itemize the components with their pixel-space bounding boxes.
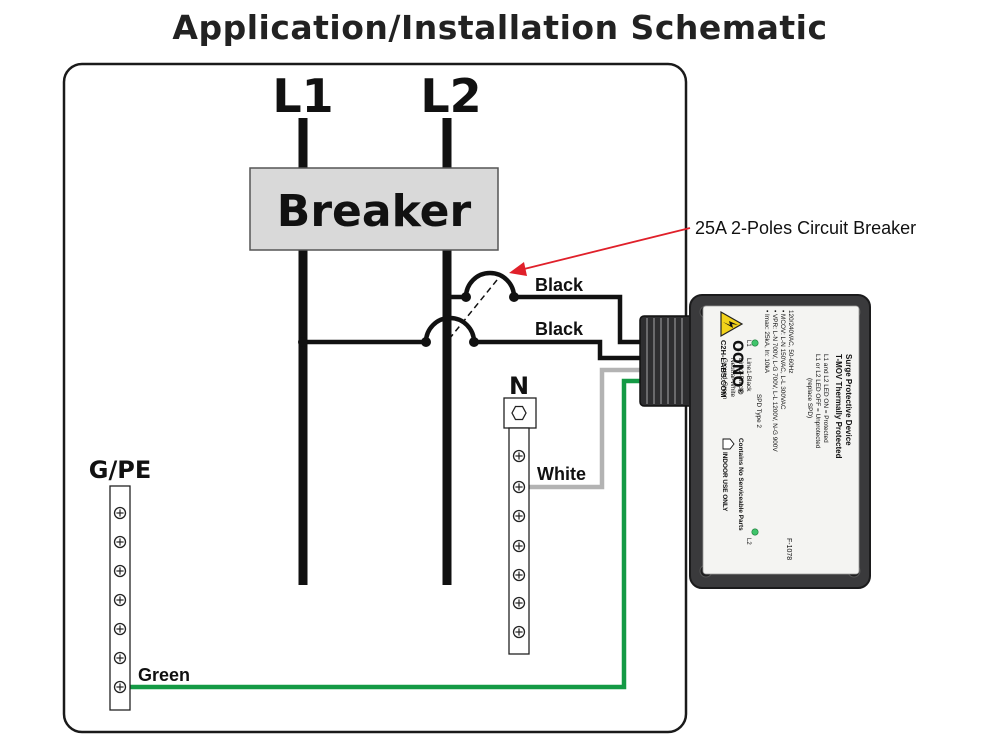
ground-screw <box>113 564 127 578</box>
junction-dot <box>461 292 471 302</box>
device-name: Surge Protective Device <box>844 354 853 446</box>
ground-screw <box>113 535 127 549</box>
neutral-color: Neutral-White <box>729 358 736 398</box>
imax-rating: • Imax: 25kA, In: 10kA <box>763 310 770 374</box>
line2-color: Line2-Black <box>737 358 744 392</box>
device-brand: OONO® <box>729 340 745 395</box>
conduit-fitting <box>639 315 697 407</box>
ground-label: G/PE <box>89 456 151 484</box>
black-wire-2-label: Black <box>535 319 584 339</box>
device-subtitle: T-MOV Thermally Protected <box>834 354 843 459</box>
led-l2-label: L2 <box>745 538 751 545</box>
ground-screw <box>113 622 127 636</box>
neutral-screw <box>512 449 526 463</box>
neutral-screw <box>512 509 526 523</box>
junction-dot <box>469 337 479 347</box>
breaker-handle-tie <box>449 279 498 339</box>
neutral-screw <box>512 625 526 639</box>
white-wire <box>518 367 640 490</box>
breaker-label: Breaker <box>277 186 472 237</box>
led-off-text: L1 or L2 LED OFF = Unprotected <box>814 354 821 449</box>
callout-arrowhead <box>509 262 527 276</box>
line1-color: Line1-Black <box>745 358 752 392</box>
led-l1-label: L1 <box>745 340 751 347</box>
mcov-rating: • MCOV: L-N 150VAC, L-L 300VAC <box>779 310 786 410</box>
led-l1-icon <box>751 339 759 347</box>
junction-dot <box>421 337 431 347</box>
black-wire-1-label: Black <box>535 275 584 295</box>
voltage-rating: 120/240VAC, 50-60Hz <box>787 310 794 373</box>
ground-screw <box>113 651 127 665</box>
white-wire-label: White <box>537 464 586 484</box>
diagram-title: Application/Installation Schematic <box>172 8 828 47</box>
model-number: F-1078 <box>785 538 792 560</box>
neutral-screw <box>512 596 526 610</box>
warning-bolt <box>723 321 738 328</box>
breaker-box <box>249 167 499 251</box>
callout-arrow <box>519 227 691 271</box>
vpr-rating: • VPR: L-N 700V, L-G 700V, L-L 1200V, N-… <box>771 310 778 452</box>
neutral-label: N <box>509 372 529 400</box>
led-l2-icon <box>751 528 759 536</box>
spd-type: SPD Type 2 <box>755 394 762 428</box>
neutral-screw <box>512 480 526 494</box>
led-on-text: L1 and L2 LED ON = Protected <box>822 354 829 443</box>
ground-screw <box>113 593 127 607</box>
ground-color: Ground-Green <box>721 358 728 400</box>
panel-enclosure <box>62 62 688 734</box>
l2-label: L2 <box>420 69 481 123</box>
surge-protective-device: OONO® C2H-LABS.COM L1 Surge Protective D… <box>689 294 871 589</box>
callout-text: 25A 2-Poles Circuit Breaker <box>695 218 916 238</box>
l1-label: L1 <box>272 69 333 123</box>
neutral-screw <box>512 568 526 582</box>
replace-text: (replace SPD) <box>806 378 813 418</box>
ground-screw <box>113 506 127 520</box>
indoor-text: INDOOR USE ONLY <box>721 452 728 512</box>
neutral-lug-nut <box>511 405 527 421</box>
no-service-text: Contains No Serviceable Parts <box>737 438 744 531</box>
ground-screw <box>113 680 127 694</box>
green-wire-label: Green <box>138 665 190 685</box>
device-label-plate <box>702 305 860 575</box>
junction-dot <box>298 337 308 347</box>
neutral-screw <box>512 539 526 553</box>
indoor-icon <box>722 438 735 450</box>
green-wire <box>120 378 640 690</box>
device-website: C2H-LABS.COM <box>719 340 728 398</box>
junction-dot <box>509 292 519 302</box>
